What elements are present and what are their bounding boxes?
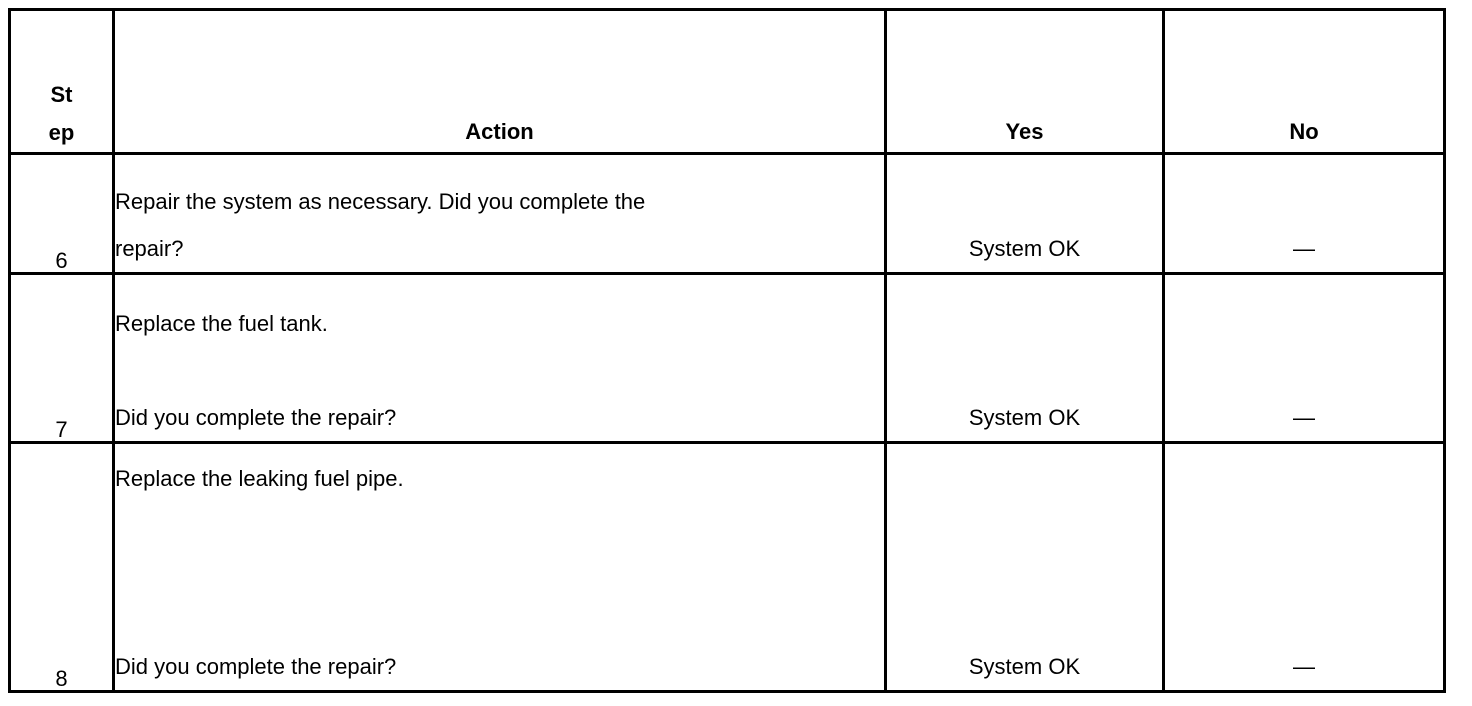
step-action-text: Replace the fuel tank. Did you complete …	[112, 272, 887, 444]
action-line-blank	[115, 549, 884, 596]
step-no-result: —	[1162, 272, 1446, 444]
action-line: Did you complete the repair?	[115, 405, 397, 430]
step-number: 7	[8, 272, 115, 444]
table-header-row: St ep Action Yes No	[8, 8, 1446, 155]
action-line: Replace the fuel tank.	[115, 311, 328, 336]
action-line-blank	[115, 502, 884, 549]
action-line: repair?	[115, 236, 184, 261]
table-row: 7 Replace the fuel tank. Did you complet…	[8, 272, 1446, 444]
step-action-text: Repair the system as necessary. Did you …	[112, 152, 887, 275]
action-line: Repair the system as necessary. Did you …	[115, 189, 646, 214]
step-action-text: Replace the leaking fuel pipe. Did you c…	[112, 441, 887, 693]
step-number: 8	[8, 441, 115, 693]
diagnostic-steps-table: St ep Action Yes No 6 Repair the system …	[8, 8, 1446, 693]
table-row: 8 Replace the leaking fuel pipe. Did you…	[8, 441, 1446, 693]
step-yes-result: System OK	[884, 152, 1165, 275]
action-line: Replace the leaking fuel pipe.	[115, 466, 404, 491]
step-no-result: —	[1162, 152, 1446, 275]
action-line-blank	[115, 347, 884, 394]
column-header-yes: Yes	[884, 8, 1165, 155]
column-header-step-line1: St	[50, 82, 73, 107]
column-header-step: St ep	[8, 8, 115, 155]
step-number: 6	[8, 152, 115, 275]
column-header-action: Action	[112, 8, 887, 155]
step-yes-result: System OK	[884, 441, 1165, 693]
action-line: Did you complete the repair?	[115, 654, 397, 679]
table-row: 6 Repair the system as necessary. Did yo…	[8, 152, 1446, 275]
step-no-result: —	[1162, 441, 1446, 693]
step-yes-result: System OK	[884, 272, 1165, 444]
action-line-blank	[115, 596, 884, 643]
column-header-step-line2: ep	[48, 120, 75, 145]
column-header-no: No	[1162, 8, 1446, 155]
